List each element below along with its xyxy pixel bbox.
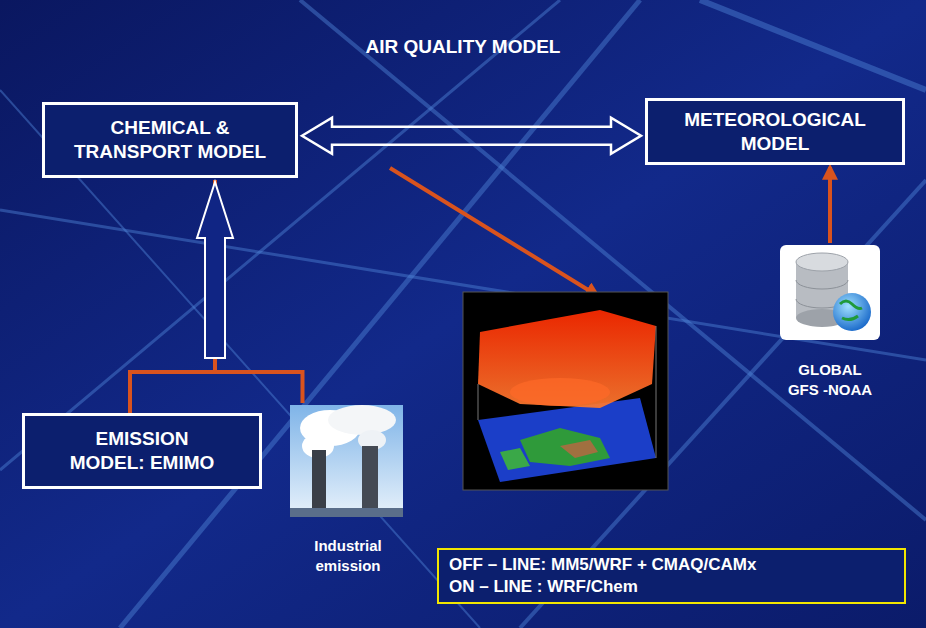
model-box: METEOROLOGICAL MODEL xyxy=(645,98,905,165)
node-label: CHEMICAL & TRANSPORT MODEL xyxy=(57,116,283,164)
diagram-title: AIR QUALITY MODEL xyxy=(0,36,926,58)
node-label: METEOROLOGICAL MODEL xyxy=(664,108,886,156)
model-box: EMISSION MODEL: EMIMO xyxy=(22,413,262,489)
model-render xyxy=(463,292,668,490)
smokestack-picture xyxy=(290,405,403,517)
output-arrow xyxy=(390,168,598,296)
input-bracket xyxy=(215,180,303,403)
data-arrow xyxy=(828,167,832,243)
note-box: OFF – LINE: MM5/WRF + CMAQ/CAMxON – LINE… xyxy=(437,548,906,604)
model-box: CHEMICAL & TRANSPORT MODEL xyxy=(42,102,298,178)
database-icon xyxy=(780,245,880,340)
node-label: GLOBAL GFS -NOAA xyxy=(782,360,878,399)
node-label: OFF – LINE: MM5/WRF + CMAQ/CAMx xyxy=(449,554,756,576)
exchange-arrow xyxy=(302,118,641,154)
node-label: ON – LINE : WRF/Chem xyxy=(449,576,638,598)
node-label: Industrial emission xyxy=(288,536,408,575)
input-bracket xyxy=(130,180,215,413)
input-arrow xyxy=(197,182,233,358)
data-source: GLOBAL GFS -NOAA xyxy=(768,243,892,399)
node-label: EMISSION MODEL: EMIMO xyxy=(63,427,221,475)
emission-source: Industrial emission xyxy=(283,403,413,575)
